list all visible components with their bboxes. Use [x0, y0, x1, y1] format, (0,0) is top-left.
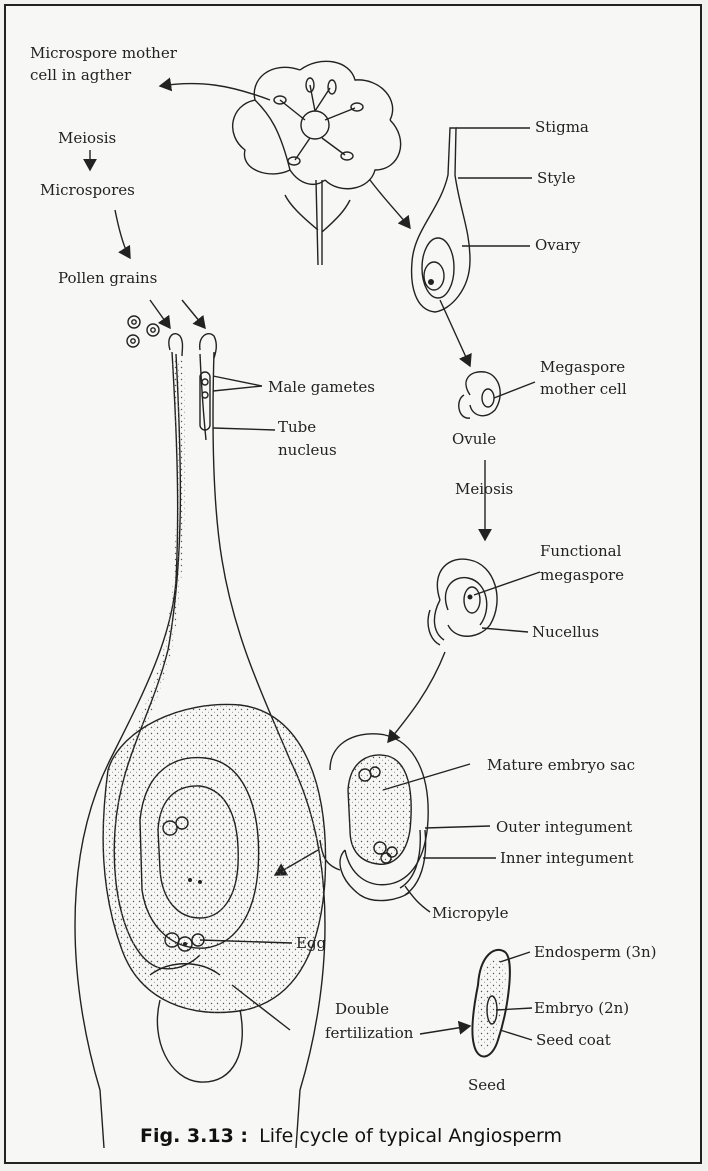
seed-drawing: [472, 950, 532, 1057]
label-meiosis-right: Meiosis: [455, 480, 513, 498]
flower-drawing: [233, 61, 401, 265]
ovule-drawing: [459, 372, 535, 418]
label-egg: Egg: [296, 934, 327, 952]
caption-text: Life cycle of typical Angiosperm: [259, 1125, 562, 1147]
label-microspores: Microspores: [40, 181, 135, 199]
caption-prefix: Fig. 3.13 :: [140, 1125, 248, 1147]
label-inner-integument: Inner integument: [500, 849, 633, 867]
label-seed-coat: Seed coat: [536, 1031, 611, 1049]
label-functional-megaspore: Functional: [540, 542, 622, 560]
label-megaspore-mother-cell: Megaspore: [540, 358, 625, 376]
label-stigma: Stigma: [535, 118, 589, 136]
label-double-fertilization-2: fertilization: [325, 1024, 414, 1042]
figure-caption: Fig. 3.13 : Life cycle of typical Angios…: [140, 1125, 562, 1147]
label-megaspore-mother-cell-2: mother cell: [540, 380, 627, 398]
label-embryo: Embryo (2n): [534, 999, 629, 1017]
label-tube-nucleus: Tube: [278, 418, 316, 436]
label-double-fertilization: Double: [335, 1000, 389, 1018]
label-endosperm: Endosperm (3n): [534, 943, 657, 961]
label-tube-nucleus-2: nucleus: [278, 441, 337, 459]
label-micropyle: Micropyle: [432, 904, 509, 922]
label-mature-embryo-sac: Mature embryo sac: [487, 756, 635, 774]
label-pollen-grains: Pollen grains: [58, 269, 157, 287]
label-ovule: Ovule: [452, 430, 496, 448]
label-seed: Seed: [468, 1076, 506, 1094]
label-nucellus: Nucellus: [532, 623, 599, 641]
label-outer-integument: Outer integument: [496, 818, 632, 836]
functional-megaspore-drawing: [428, 559, 540, 645]
label-functional-megaspore-2: megaspore: [540, 566, 624, 584]
label-male-gametes: Male gametes: [268, 378, 375, 396]
label-microspore-mother-cell-2: cell in agther: [30, 66, 132, 84]
label-microspore-mother-cell: Microspore mother: [30, 44, 178, 62]
label-ovary: Ovary: [535, 236, 581, 254]
mature-embryo-sac-drawing: [320, 734, 496, 912]
label-style: Style: [537, 169, 576, 187]
label-meiosis-left: Meiosis: [58, 129, 116, 147]
pistil-drawing: [412, 128, 532, 312]
